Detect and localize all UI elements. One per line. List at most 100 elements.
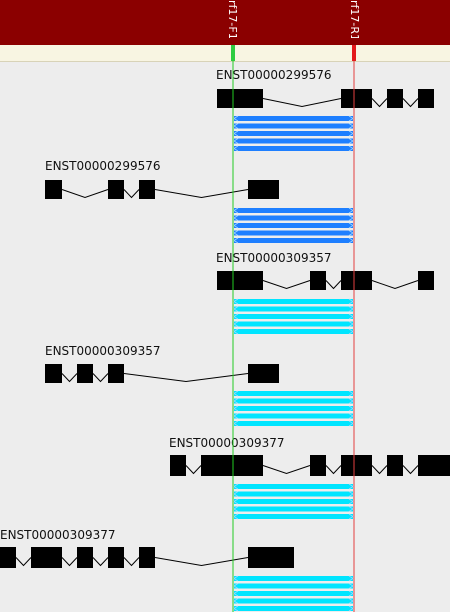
amplicon-right-arrow bbox=[348, 583, 354, 589]
amplicon-right-arrow bbox=[348, 222, 354, 229]
transcript-id-label: ENST00000299576 bbox=[45, 159, 161, 173]
exon-block bbox=[418, 455, 450, 476]
amplicon-bar bbox=[234, 499, 353, 504]
amplicon-bar bbox=[234, 238, 353, 243]
intron-line bbox=[154, 189, 249, 199]
intron-line bbox=[325, 465, 342, 475]
amplicon-left-arrow bbox=[233, 115, 239, 122]
amplicon-left-arrow bbox=[233, 398, 239, 404]
amplicon-left-arrow bbox=[233, 313, 239, 320]
amplicon-left-arrow bbox=[233, 583, 239, 589]
exon-block bbox=[341, 455, 372, 476]
amplicon-left-arrow bbox=[233, 605, 239, 612]
transcript-row: ENST00000299576 bbox=[45, 159, 354, 244]
amplicon-bar bbox=[234, 391, 353, 396]
transcript-row: ENST00000309377 bbox=[169, 436, 450, 520]
amplicon-left-arrow bbox=[233, 237, 239, 244]
transcript-id-label: ENST00000309377 bbox=[169, 436, 285, 450]
amplicon-left-arrow bbox=[233, 222, 239, 229]
amplicon-bar bbox=[234, 123, 353, 129]
amplicon-bar bbox=[234, 514, 353, 519]
intron-line bbox=[371, 98, 388, 108]
exon-block bbox=[139, 180, 155, 199]
amplicon-bar bbox=[234, 591, 353, 596]
amplicon-left-arrow bbox=[233, 491, 239, 497]
exon-block bbox=[77, 547, 93, 568]
amplicon-left-arrow bbox=[233, 513, 239, 520]
exon-block bbox=[248, 547, 294, 568]
intron-line bbox=[123, 557, 140, 567]
amplicon-bar bbox=[234, 413, 353, 419]
intron-line bbox=[371, 465, 388, 475]
amplicon-bar bbox=[234, 131, 353, 136]
amplicon-bar bbox=[234, 506, 353, 512]
amplicon-right-arrow bbox=[348, 420, 354, 427]
exon-block bbox=[387, 89, 403, 108]
amplicon-bar bbox=[234, 484, 353, 489]
amplicon-right-arrow bbox=[348, 513, 354, 520]
intron-line bbox=[123, 373, 249, 383]
exon-block bbox=[108, 364, 124, 383]
amplicon-bar bbox=[234, 116, 353, 121]
amplicon-left-arrow bbox=[233, 498, 239, 505]
amplicon-bar bbox=[234, 606, 353, 611]
amplicon-right-arrow bbox=[348, 506, 354, 512]
amplicon-left-arrow bbox=[233, 328, 239, 335]
transcript-id-label: ENST00000309357 bbox=[45, 344, 161, 358]
exon-block bbox=[108, 180, 124, 199]
amplicon-right-arrow bbox=[348, 483, 354, 490]
amplicon-left-arrow bbox=[233, 321, 239, 327]
intron-line bbox=[92, 557, 109, 567]
amplicon-left-arrow bbox=[233, 215, 239, 221]
amplicon-left-arrow bbox=[233, 145, 239, 152]
intron-line bbox=[185, 465, 202, 475]
amplicon-left-arrow bbox=[233, 575, 239, 582]
amplicon-right-arrow bbox=[348, 298, 354, 305]
exon-block bbox=[201, 455, 263, 476]
amplicon-right-arrow bbox=[348, 237, 354, 244]
exon-block bbox=[418, 271, 434, 290]
exon-block bbox=[45, 180, 62, 199]
exon-block bbox=[217, 271, 263, 290]
amplicon-right-arrow bbox=[348, 321, 354, 327]
forward-primer-marker bbox=[231, 45, 235, 61]
amplicon-bar bbox=[234, 208, 353, 213]
intron-line bbox=[262, 465, 311, 475]
exon-block bbox=[387, 455, 403, 476]
amplicon-bar bbox=[234, 215, 353, 221]
amplicon-right-arrow bbox=[348, 398, 354, 404]
amplicon-right-arrow bbox=[348, 575, 354, 582]
amplicon-left-arrow bbox=[233, 405, 239, 412]
intron-line bbox=[61, 373, 78, 383]
amplicon-left-arrow bbox=[233, 207, 239, 214]
transcript-id-label: ENST00000299576 bbox=[216, 68, 332, 82]
amplicon-right-arrow bbox=[348, 491, 354, 497]
amplicon-left-arrow bbox=[233, 138, 239, 144]
intron-line bbox=[402, 98, 419, 108]
reverse-primer-marker bbox=[352, 45, 356, 61]
intron-line bbox=[61, 557, 78, 567]
exon-block bbox=[341, 271, 372, 290]
amplicon-right-arrow bbox=[348, 413, 354, 419]
amplicon-bar bbox=[234, 223, 353, 228]
transcript-row: ENST00000309357 bbox=[216, 251, 434, 335]
amplicon-bar bbox=[234, 146, 353, 151]
intron-line bbox=[262, 98, 342, 108]
amplicon-right-arrow bbox=[348, 138, 354, 144]
intron-line bbox=[154, 557, 249, 567]
reverse-primer-label: rf17-R1 bbox=[349, 0, 360, 38]
amplicon-bar bbox=[234, 491, 353, 497]
exon-block bbox=[77, 364, 93, 383]
amplicon-right-arrow bbox=[348, 207, 354, 214]
amplicon-left-arrow bbox=[233, 230, 239, 236]
transcript-row: ENST00000309377 bbox=[0, 528, 354, 612]
amplicon-left-arrow bbox=[233, 598, 239, 604]
exon-block bbox=[31, 547, 62, 568]
amplicon-bar bbox=[234, 421, 353, 426]
amplicon-bar bbox=[234, 398, 353, 404]
amplicon-bar bbox=[234, 299, 353, 304]
amplicon-right-arrow bbox=[348, 230, 354, 236]
exon-block bbox=[418, 89, 434, 108]
amplicon-left-arrow bbox=[233, 483, 239, 490]
